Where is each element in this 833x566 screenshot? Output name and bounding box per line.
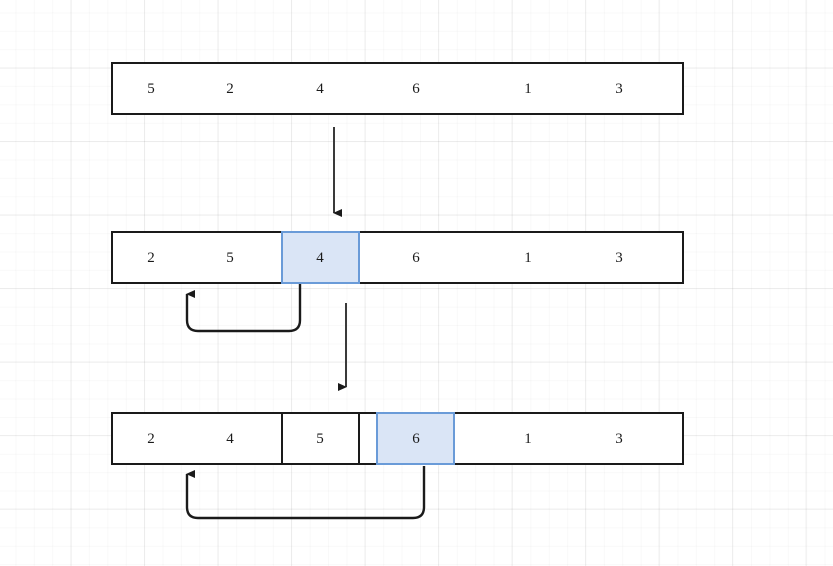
row-2-highlighted-cell: [281, 231, 360, 284]
row-3-boxed-cell: [281, 412, 360, 465]
row-1-cell-0: 5: [147, 81, 155, 97]
row-3-highlighted-cell: [376, 412, 455, 465]
row-1-cell-4: 1: [524, 81, 532, 97]
row-2-cell-4: 1: [524, 250, 532, 266]
row-2-cell-2: 4: [316, 250, 324, 266]
insert-loop-2-icon: [185, 466, 426, 520]
row-3-cell-5: 3: [615, 431, 623, 447]
row-2-cell-5: 3: [615, 250, 623, 266]
row-3-cell-3: 6: [412, 431, 420, 447]
row-3-cell-0: 2: [147, 431, 155, 447]
row-1-cell-2: 4: [316, 81, 324, 97]
row-1-cell-3: 6: [412, 81, 420, 97]
row-1-cell-5: 3: [615, 81, 623, 97]
row-2-cell-0: 2: [147, 250, 155, 266]
row-2-cell-3: 6: [412, 250, 420, 266]
row-3-cell-1: 4: [226, 431, 234, 447]
array-row-1: [111, 62, 684, 115]
row-3-cell-2: 5: [316, 431, 324, 447]
array-row-2: [111, 231, 684, 284]
row-2-cell-1: 5: [226, 250, 234, 266]
row-3-cell-4: 1: [524, 431, 532, 447]
insert-loop-1-icon: [185, 284, 302, 333]
row-1-cell-1: 2: [226, 81, 234, 97]
